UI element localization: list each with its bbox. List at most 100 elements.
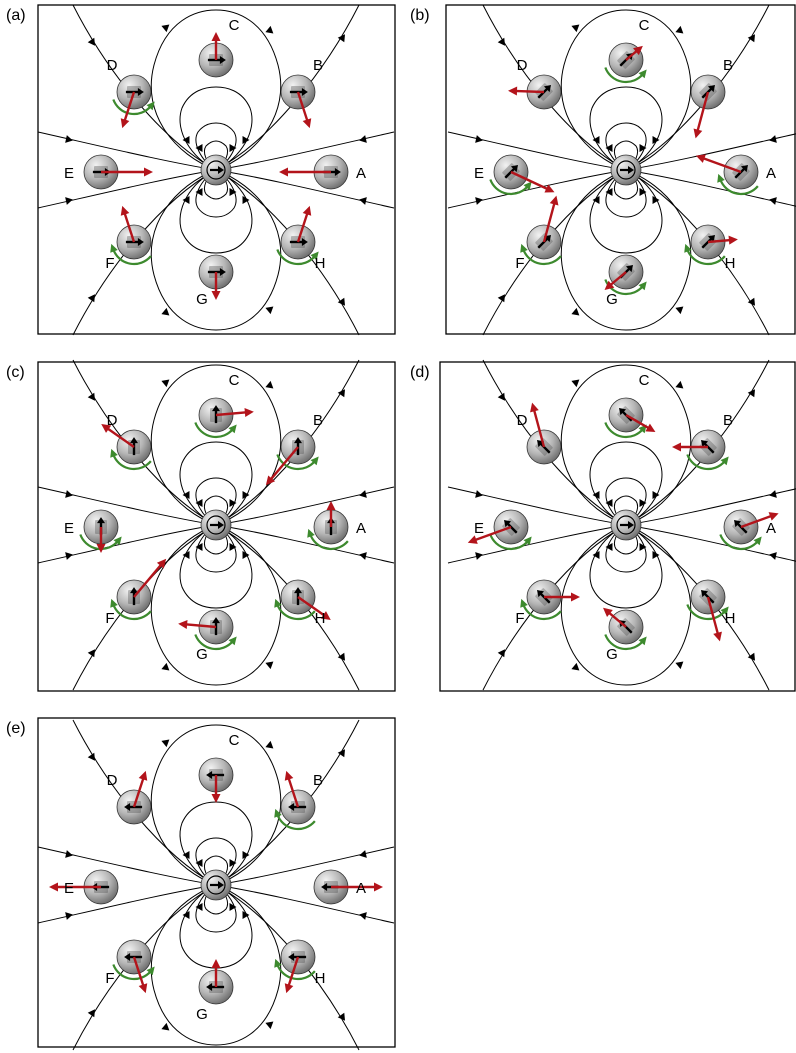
force-arrow [296,211,310,243]
force-arrow [286,956,300,988]
force-arrowhead [244,407,254,417]
magnet-label: B [313,57,323,74]
magnet-a: A [279,154,366,190]
magnet-label: H [725,610,736,627]
force-arrowhead [138,983,148,994]
force-arrowhead [672,442,681,452]
magnet-b: B [265,412,323,486]
magnet-label: D [517,412,528,429]
magnet-f: F [515,195,562,272]
force-arrowhead [645,423,656,432]
force-arrow [513,89,545,94]
magnet-label: G [196,646,208,663]
magnet-label: F [515,610,524,627]
torque-arc [112,604,152,621]
torque-arrowhead [717,173,725,183]
force-arrow [473,525,512,542]
magnet-g: G [196,254,234,308]
force-arrow [510,170,550,191]
magnet-h: H [274,579,331,627]
magnet-label: A [356,165,366,182]
force-arrowhead [713,631,722,642]
torque-arc [686,454,726,471]
magnet-g: G [604,254,647,308]
magnet-f: F [105,939,155,994]
torque-arc [309,534,349,551]
force-arrowhead [508,86,518,96]
magnet-a: A [307,501,366,551]
torque-arc [604,67,644,84]
force-arrowhead [695,154,706,163]
torque-arrowhead [523,536,532,546]
magnet-label: B [313,412,323,429]
force-arrow [132,956,146,988]
central-dipole [610,509,642,541]
force-arrow [695,91,710,133]
torque-arrowhead [110,598,118,608]
magnet-a: A [719,509,779,551]
force-arrowhead [265,475,276,486]
magnet-label: E [474,520,484,537]
magnet-a: A [313,869,383,905]
magnet-c: C [194,372,254,439]
torque-arrowhead [638,636,647,646]
central-ring [206,160,226,180]
force-arrow [701,156,742,174]
magnet-c: C [198,17,240,78]
magnet-label: H [315,610,326,627]
central-arrowhead [628,166,634,174]
magnet-h: H [276,205,326,272]
force-arrow [184,623,217,629]
force-arrow [707,238,733,244]
magnet-label: A [766,520,776,537]
force-arrowhead [178,619,188,629]
force-arrowhead [320,611,331,620]
force-arrowhead [211,291,221,300]
magnet-d: D [508,57,562,110]
magnet-h: H [686,579,736,642]
force-arrow [740,514,774,529]
magnet-label: G [196,291,208,308]
central-arrowhead [218,166,224,174]
torque-arrowhead [228,424,237,434]
torque-arc [112,249,152,266]
torque-arc [686,604,726,621]
magnet-label: H [315,255,326,272]
force-arrowhead [279,167,288,177]
magnet-label: E [64,520,74,537]
magnet-c: C [604,17,650,84]
force-arrow [606,610,627,628]
force-arrow [132,776,146,808]
central-arrowhead [218,881,224,889]
magnet-d: D [107,57,155,129]
torque-arc [194,422,234,439]
magnet-label: C [229,732,240,749]
torque-arrowhead [638,69,647,79]
torque-arrowhead [720,456,729,466]
panel-frame [37,717,396,1048]
force-arrowhead [768,512,779,521]
magnet-b: B [672,412,733,471]
magnet-d: D [517,402,562,465]
force-arrowhead [138,770,148,781]
magnet-b: B [690,57,733,139]
magnet-label: D [107,772,118,789]
force-arrowhead [302,205,312,216]
magnet-h: H [684,224,738,272]
magnet-label: G [606,646,618,663]
magnet-label: G [606,291,618,308]
force-arrowhead [156,558,167,569]
magnet-label: A [356,520,366,537]
central-dipole [200,509,232,541]
magnet-e: E [64,154,153,190]
force-arrowhead [144,167,153,177]
panel-frame [439,361,796,692]
force-arrow [542,201,557,243]
torque-arc [276,454,316,471]
force-arrow [286,776,300,808]
